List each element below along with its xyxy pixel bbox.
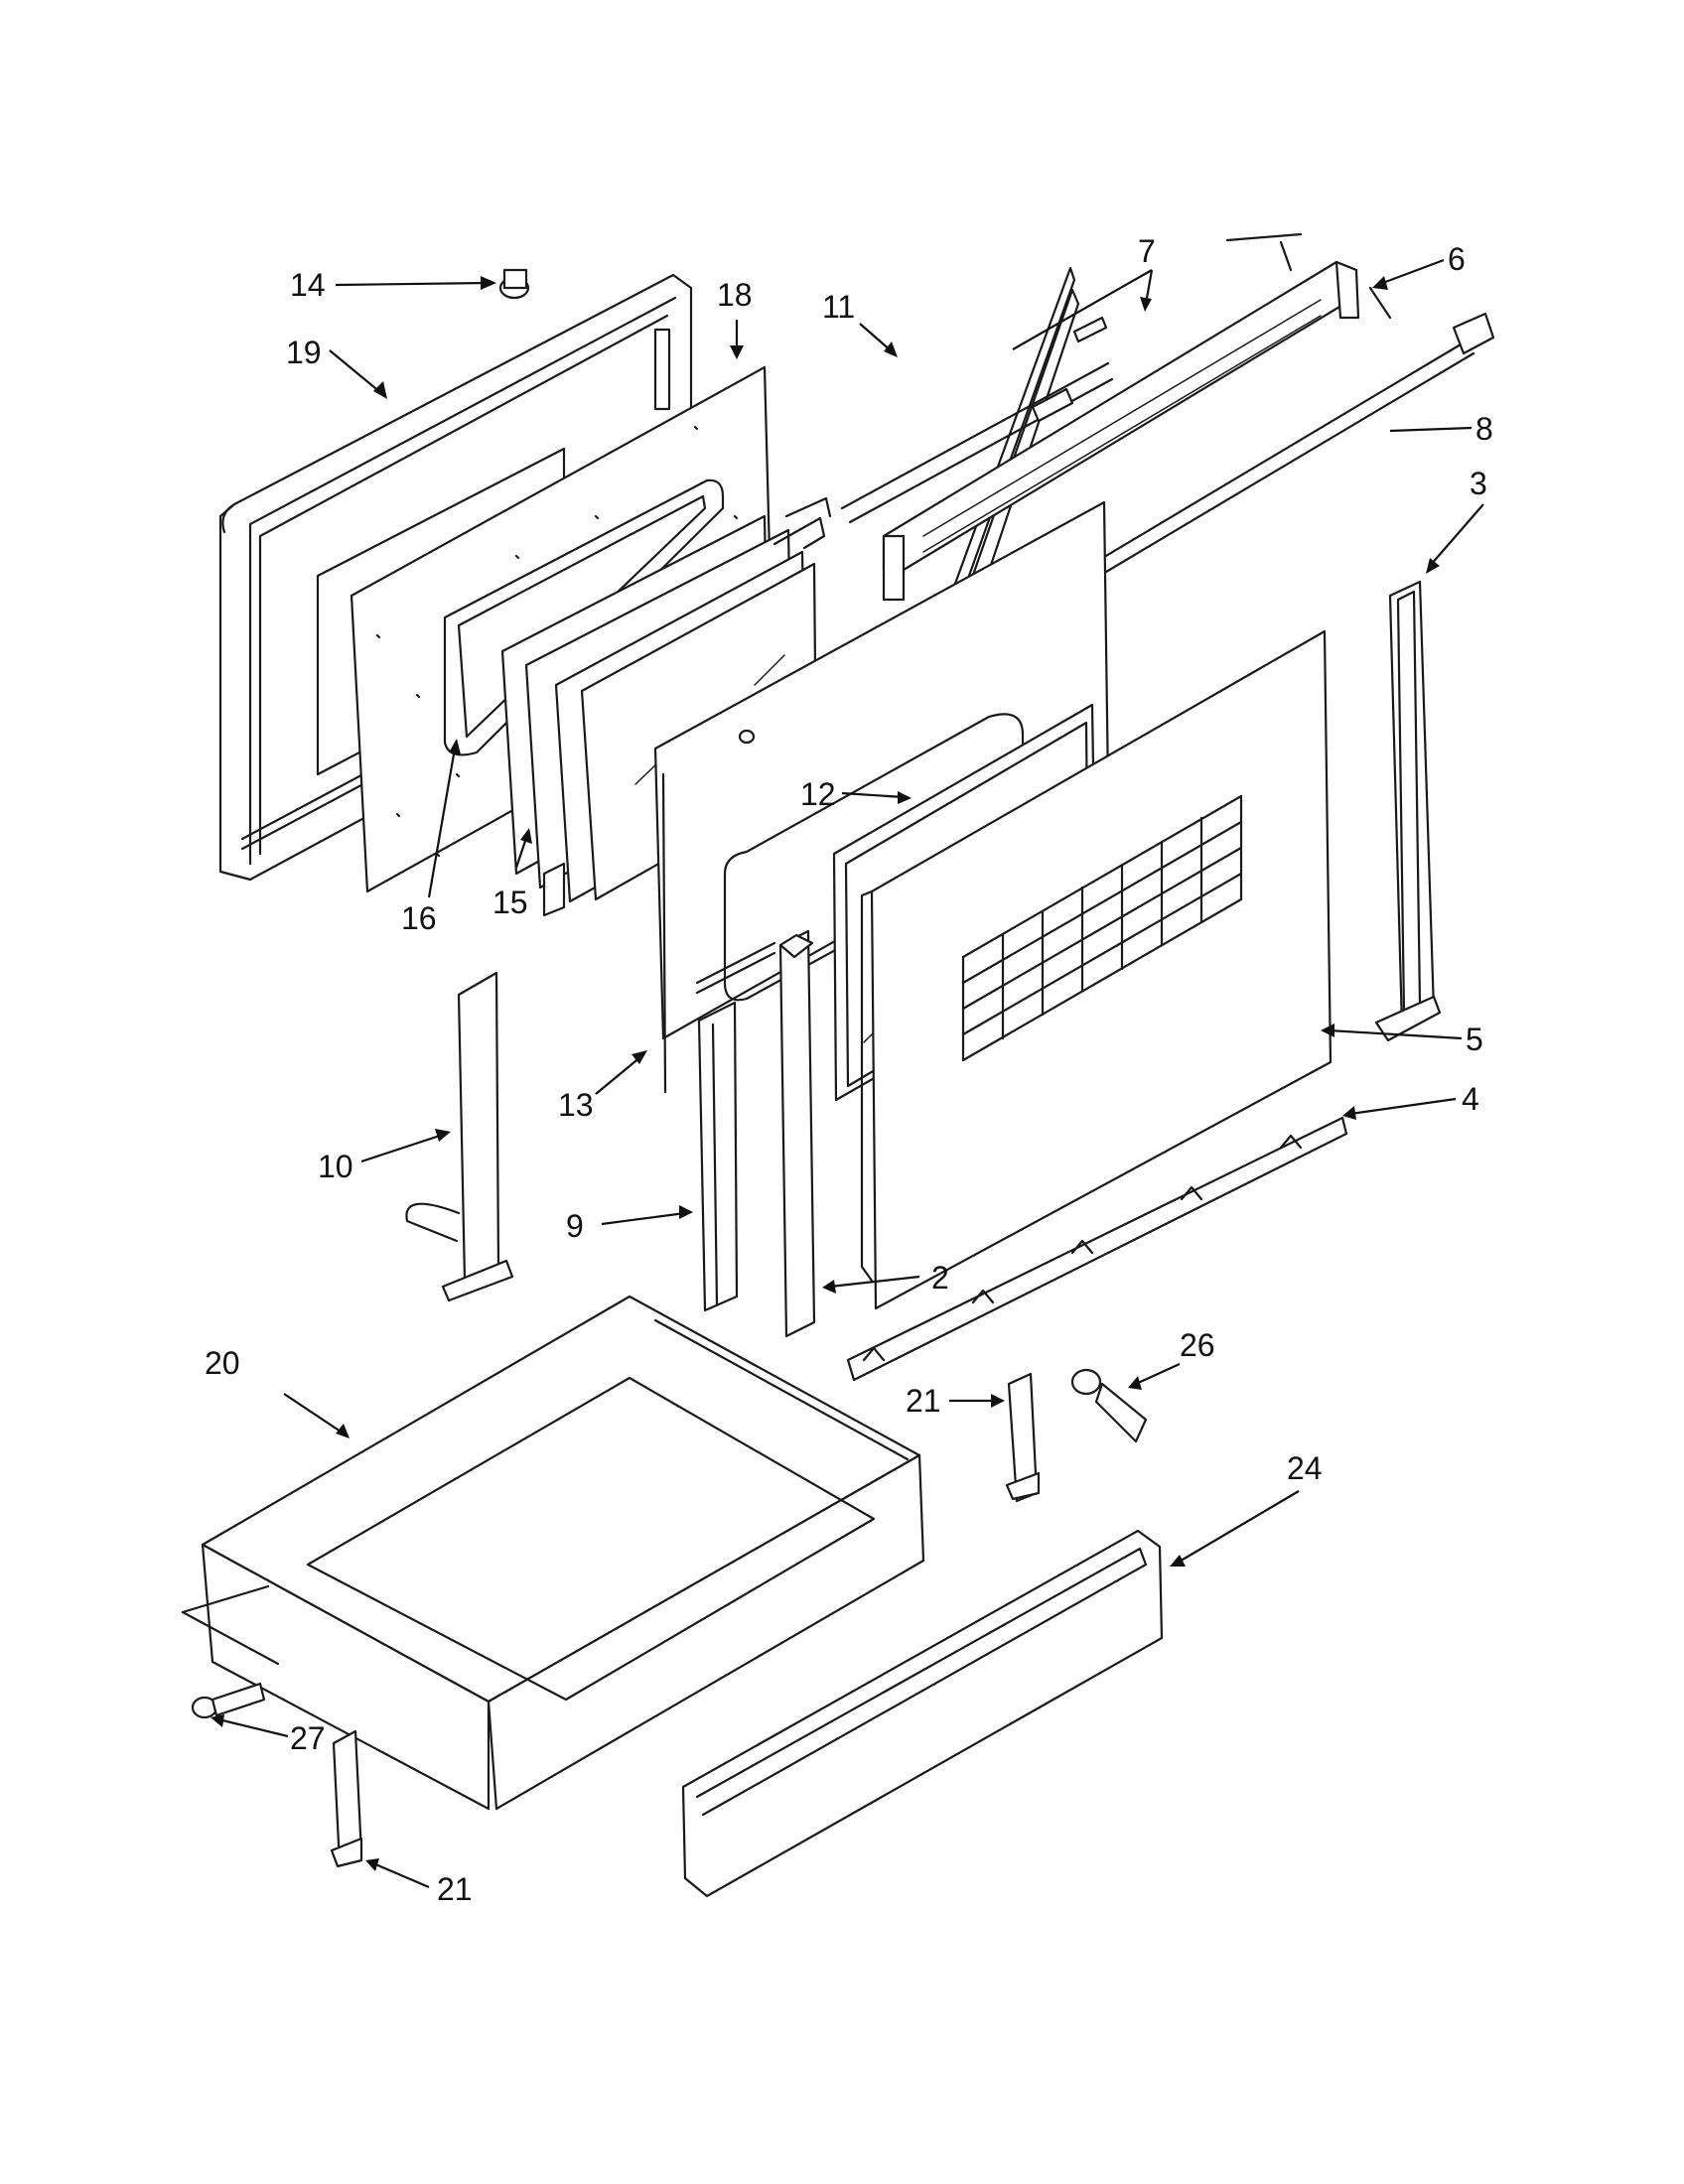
leader-4 [1342, 1097, 1457, 1120]
leader-13 [595, 1050, 647, 1095]
callout-26: 26 [1180, 1327, 1215, 1363]
leader-9 [601, 1205, 693, 1226]
leader-lines [210, 258, 1484, 1889]
part-27-screw [191, 1682, 266, 1719]
part-4-bracket-bar [846, 1116, 1348, 1382]
leader-20 [283, 1393, 350, 1438]
leader-26 [1128, 1362, 1181, 1390]
leader-15 [514, 828, 532, 869]
leader-14 [335, 276, 496, 290]
part-3-side-trim [1374, 580, 1442, 1042]
part-7-trim [840, 316, 1114, 524]
leader-2 [822, 1275, 920, 1294]
leader-18 [730, 320, 744, 359]
callout-labels: 14 19 18 16 15 11 7 6 8 3 12 13 5 4 10 9… [205, 233, 1493, 1907]
part-2-post [778, 929, 816, 1338]
callout-6: 6 [1448, 241, 1466, 277]
callout-21-upper: 21 [906, 1383, 941, 1419]
callout-20: 20 [205, 1345, 240, 1381]
leader-7 [1012, 269, 1154, 350]
leader-8 [1389, 426, 1473, 433]
callout-13: 13 [558, 1087, 594, 1123]
leader-10 [360, 1129, 451, 1163]
callout-24: 24 [1287, 1450, 1323, 1486]
callout-10: 10 [318, 1149, 353, 1184]
leader-21a [949, 1394, 1005, 1408]
callout-11: 11 [822, 289, 855, 325]
leader-3 [1426, 503, 1484, 574]
callout-7: 7 [1138, 233, 1156, 269]
part-10-strut [405, 971, 514, 1302]
callout-27: 27 [290, 1720, 326, 1756]
part-24-kick-panel [681, 1529, 1164, 1898]
callout-9: 9 [566, 1208, 584, 1244]
leader-5 [1321, 1024, 1463, 1040]
part-6-vent-hood [882, 232, 1392, 602]
callout-21-lower: 21 [437, 1871, 473, 1907]
leader-24 [1170, 1490, 1300, 1567]
part-26-knob [1070, 1368, 1148, 1443]
callout-14: 14 [290, 267, 326, 303]
callout-8: 8 [1475, 411, 1493, 447]
leader-11 [859, 323, 898, 357]
part-14-screw [498, 268, 530, 300]
leader-6 [1372, 258, 1445, 290]
callout-15: 15 [492, 885, 528, 920]
callout-5: 5 [1466, 1022, 1483, 1057]
leader-21b [365, 1858, 430, 1889]
callout-4: 4 [1462, 1081, 1479, 1117]
callout-18: 18 [717, 277, 753, 313]
leader-12 [841, 791, 912, 804]
part-21-bracket-upper [1005, 1372, 1041, 1503]
part-9-post [697, 1001, 739, 1312]
part-5-outer-door [860, 629, 1333, 1310]
part-21-bracket-lower [330, 1729, 363, 1868]
leader-16 [427, 739, 461, 898]
callout-3: 3 [1470, 466, 1487, 501]
callout-2: 2 [931, 1260, 949, 1296]
leader-19 [329, 349, 387, 399]
callout-12: 12 [800, 776, 836, 812]
leader-27 [210, 1714, 289, 1738]
part-20-drawer [181, 1295, 925, 1811]
callout-16: 16 [401, 900, 437, 936]
callout-19: 19 [286, 335, 322, 370]
